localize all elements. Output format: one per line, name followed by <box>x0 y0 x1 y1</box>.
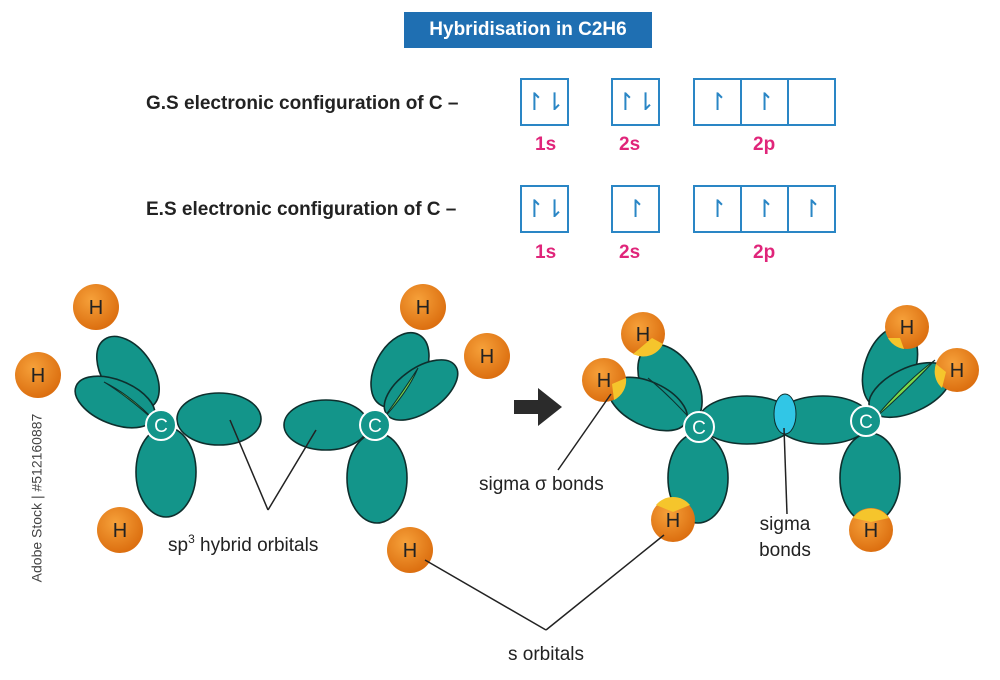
ethane-hydrogen-1-symbol: H <box>636 324 650 346</box>
sigma-bond-overlap <box>773 393 797 435</box>
hydrogen-atom-f <box>387 527 433 573</box>
es-2s-label: 2s <box>619 242 641 263</box>
spin-up-arrow-icon: ↾ <box>707 195 728 223</box>
gs-config-label: G.S electronic configuration of C – <box>146 93 459 114</box>
hydrogen-symbol-a: H <box>89 297 103 319</box>
ethane-hydrogen-3 <box>651 498 695 542</box>
left-carbon-symbol: C <box>154 416 168 437</box>
sigma-bonds-label-line1: sigma <box>760 514 811 535</box>
label-pointer-lines <box>424 393 788 631</box>
middle-carbon-atom <box>359 409 391 441</box>
hydrogen-atom-a <box>73 284 119 330</box>
ethane-hydrogen-2-symbol: H <box>597 370 611 392</box>
spin-up-arrow-icon: ↾ <box>754 195 775 223</box>
es-config-label: E.S electronic configuration of C – <box>146 199 457 220</box>
hydrogen-symbol-b: H <box>31 365 45 387</box>
gs-1s-box-1: ↾⇂ <box>520 78 569 126</box>
hydrogen-atom-e <box>464 333 510 379</box>
gs-1s-label: 1s <box>535 134 557 155</box>
left-carbon-atom <box>145 409 177 441</box>
hydrogen-atom-b <box>15 352 61 398</box>
reaction-arrow <box>514 388 562 426</box>
hydrogen-symbol-f: H <box>403 540 417 562</box>
es-1s-label: 1s <box>535 242 557 263</box>
gs-2p-label: 2p <box>753 134 776 155</box>
s-orbitals-label: s orbitals <box>508 644 584 665</box>
ethane-hydrogen-4-symbol: H <box>900 317 914 339</box>
gs-2p-box-2: ↾ <box>740 78 789 126</box>
es-2p-box-1: ↾ <box>693 185 742 233</box>
sigma-bonds-label-line2: bonds <box>759 540 811 561</box>
spin-up-arrow-icon: ↾ <box>707 88 728 116</box>
middle-carbon-symbol: C <box>368 416 382 437</box>
gs-2p-box-3 <box>787 78 836 126</box>
ethane-carbon-right-symbol: C <box>859 412 873 433</box>
ethane-hydrogen-6-symbol: H <box>864 520 878 542</box>
gs-2p-box-1: ↾ <box>693 78 742 126</box>
ethane-hydrogen-3-symbol: H <box>666 510 680 532</box>
ethane-carbon-left <box>683 411 715 443</box>
left-lobe-down <box>135 426 197 518</box>
spin-up-arrow-icon: ↾ <box>625 195 646 223</box>
middle-lobe-down <box>346 432 408 524</box>
middle-carbon-lobes <box>283 331 459 524</box>
hydrogen-symbol-c: H <box>113 520 127 542</box>
diagram-title: Hybridisation in C2H6 <box>404 12 652 48</box>
sigma-sigma-bonds-label: sigma σ bonds <box>479 474 604 495</box>
ethane-hydrogen-5-symbol: H <box>950 360 964 382</box>
es-1s-box-1: ↾⇂ <box>520 185 569 233</box>
gs-2s-label: 2s <box>619 134 641 155</box>
ethane-carbon-right <box>850 405 882 437</box>
stock-id-text: Adobe Stock | #512160887 <box>28 413 45 583</box>
hydrogen-symbol-e: H <box>480 346 494 368</box>
left-lobe-right <box>176 392 262 446</box>
sp3-hybrid-label: sp3 hybrid orbitals <box>168 532 318 556</box>
sp3-pointer-lines <box>229 419 317 511</box>
spin-down-arrow-icon: ⇂ <box>544 195 565 223</box>
spin-down-arrow-icon: ⇂ <box>635 88 656 116</box>
spin-up-arrow-icon: ↾ <box>615 88 636 116</box>
ethane-hydrogen-5 <box>935 348 979 392</box>
hydrogen-atom-c <box>97 507 143 553</box>
left-hydrogens: H H H H H H <box>15 284 510 573</box>
spin-up-arrow-icon: ↾ <box>754 88 775 116</box>
es-2p-box-3: ↾ <box>787 185 836 233</box>
es-2p-label: 2p <box>753 242 776 263</box>
hydrogen-atom-d <box>400 284 446 330</box>
hydrogen-symbol-d: H <box>416 297 430 319</box>
ethane-hydrogens: H H H H H H <box>582 305 979 552</box>
ethane-carbon-left-symbol: C <box>692 418 706 439</box>
spin-down-arrow-icon: ⇂ <box>544 88 565 116</box>
es-2p-box-2: ↾ <box>740 185 789 233</box>
es-2s-box-1: ↾ <box>611 185 660 233</box>
gs-2s-box-1: ↾⇂ <box>611 78 660 126</box>
spin-up-arrow-icon: ↾ <box>524 88 545 116</box>
spin-up-arrow-icon: ↾ <box>524 195 545 223</box>
left-carbon-lobes <box>74 335 262 518</box>
spin-up-arrow-icon: ↾ <box>801 195 822 223</box>
middle-lobe-left <box>283 399 369 451</box>
